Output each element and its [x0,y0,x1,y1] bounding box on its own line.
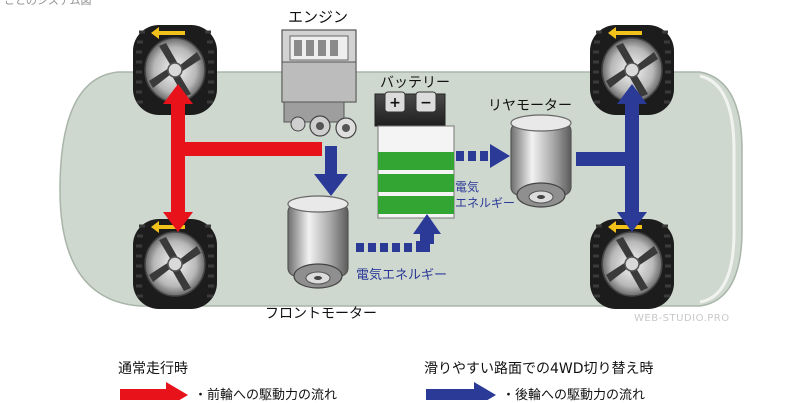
legend-red-arrow [120,382,188,400]
electric-label-rear-line2: エネルギー [455,196,516,210]
electric-energy-front-label: 電気エネルギー [356,268,448,283]
front-drive-arrows [163,84,322,232]
legend-normal-title: 通常走行時 [118,361,188,377]
battery-plus-sign: + [389,95,401,111]
rear-motor-illustration [510,114,572,208]
watermark: WEB-STUDIO.PRO [634,313,730,324]
engine-to-front-motor-arrow [314,146,348,196]
rear-right-bottom-wheel [588,217,676,311]
engine-label: エンジン [288,8,349,26]
rear-motor-label: リヤモーター [488,98,572,114]
legend-slip-title: 滑りやすい路面での4WD切り替え時 [424,361,654,377]
battery-illustration [374,91,455,219]
battery-label: バッテリー [380,75,450,91]
front-rear-wheel-left [131,217,219,311]
front-motor-illustration [287,195,349,289]
legend-slip-desc: ・後輪への駆動力の流れ [502,388,646,403]
battery-minus-sign: − [420,95,432,111]
front-motor-to-battery-arrow [356,214,441,252]
legend-normal-desc: ・前輪への駆動力の流れ [194,388,338,403]
engine-illustration [281,29,357,139]
rear-drive-arrows [576,84,647,232]
legend-blue-arrow [426,382,496,400]
battery-to-rear-motor-arrow [456,144,510,168]
electric-label-rear-line1: 電気 [455,180,480,194]
header-partial: ことのシステム図 [4,0,92,7]
front-motor-label: フロントモーター [265,306,377,322]
